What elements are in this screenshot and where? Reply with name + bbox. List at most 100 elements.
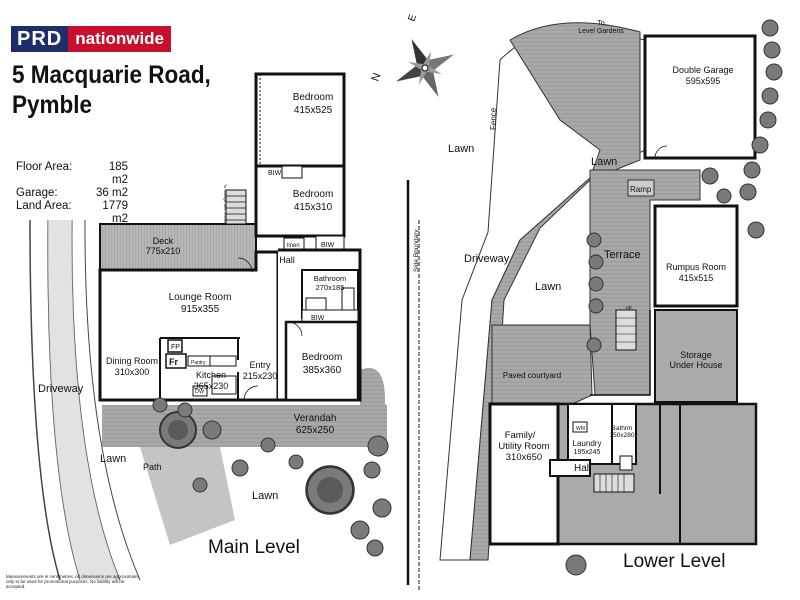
driveway-label: Driveway (38, 383, 84, 395)
dining-name: Dining Room (106, 356, 158, 366)
bedroom-2-size: 415x310 (294, 202, 333, 213)
deck (99, 223, 257, 271)
lower-hall (549, 459, 591, 477)
bedroom-1 (254, 72, 346, 168)
area-label: Floor Area: (16, 161, 73, 173)
side-boundary-label: Side Boundary (413, 229, 420, 272)
biw-label: BIW (321, 242, 335, 249)
double-garage (643, 34, 757, 160)
area-label: Land Area: (16, 200, 72, 212)
garage-name: Double Garage (672, 65, 733, 75)
bedroom-1-name: Bedroom (293, 92, 334, 103)
rumpus-room (653, 204, 739, 308)
family-line1: Family/ (505, 430, 536, 441)
driveway-edge (84, 219, 141, 581)
compass-east: E (406, 13, 419, 23)
lawn-label: Lawn (252, 490, 278, 502)
wm-label: WM (576, 426, 585, 432)
up-label: up (626, 305, 632, 311)
stairs-note: To Garage and Terrace (223, 184, 228, 226)
storage-under-house (654, 309, 738, 403)
verandah-size: 625x250 (296, 425, 335, 436)
entry-size: 215x230 (243, 371, 278, 381)
path-label: Path (143, 462, 162, 472)
bedroom-1-size: 415x525 (294, 105, 333, 116)
address-line1: 5 Macquarie Road, (12, 61, 211, 89)
laundry-name: Laundry (573, 439, 602, 448)
dw-label: DW (195, 389, 205, 395)
bedroom-3 (284, 320, 360, 402)
driveway-area (469, 22, 641, 561)
lawn-label: Lawn (591, 156, 617, 168)
main-level-caption: Main Level (208, 537, 300, 558)
bedroom-3-name: Bedroom (302, 352, 343, 363)
brand-name: nationwide (68, 26, 172, 52)
area-value: 36 m2 (96, 187, 128, 199)
family-utility-room (488, 402, 560, 546)
driveway-label: Driveway (464, 253, 510, 265)
address-line2: Pymble (12, 91, 93, 119)
kitchen-size: 365x230 (194, 381, 229, 391)
area-label: Garage: (16, 187, 58, 199)
verandah-name: Verandah (294, 413, 337, 424)
area-row: Floor Area: 185 m2 (16, 161, 128, 187)
area-value: 185 m2 (108, 161, 128, 186)
lawn-label: Lawn (100, 453, 126, 465)
compass-north: N (370, 71, 384, 83)
compass-rose (395, 38, 455, 98)
biw-label: BIW (311, 315, 325, 322)
lower-hall-label: Hall (574, 463, 591, 474)
lounge-name: Lounge Room (169, 292, 232, 303)
bathroom-name: Bathroom (314, 274, 347, 283)
hedge-trees (565, 19, 783, 576)
family-size: 310x650 (506, 452, 542, 463)
bedroom-2-name: Bedroom (293, 189, 334, 200)
courtyard-label: Paved courtyard (503, 371, 561, 380)
ramp-label: Ramp (630, 185, 652, 194)
area-row: Land Area: 1779 m2 (16, 200, 128, 226)
disclaimer: Measurements are in centimetres. All dim… (6, 574, 140, 589)
area-summary: Floor Area: 185 m2 Garage: 36 m2 Land Area… (16, 161, 128, 226)
hall-label: Hall (279, 255, 295, 265)
entry-name: Entry (249, 360, 271, 370)
ramp (627, 179, 655, 197)
brand-prd: PRD (11, 26, 69, 52)
bathrm-name: Bathrm (612, 425, 633, 432)
linen-label: linen (287, 243, 300, 249)
kitchen-name: Kitchen (196, 370, 226, 380)
area-value: 1779 m2 (102, 200, 128, 225)
fp-label: FP (171, 344, 180, 351)
bathroom-size: 270x185 (316, 283, 345, 292)
pantry-label: Pantry (191, 360, 206, 366)
lawn-label-3: Lawn (448, 143, 474, 155)
deck-stairs (225, 189, 247, 225)
biw-label: BIW (268, 170, 282, 177)
storage-line2: Under House (669, 360, 722, 370)
path-area (140, 447, 235, 545)
deck-name: Deck (153, 236, 174, 246)
verandah-area (102, 405, 387, 447)
terrace-label: Terrace (604, 249, 641, 261)
lower-level-caption: Lower Level (623, 551, 725, 572)
rumpus-name: Rumpus Room (666, 262, 726, 272)
main-level-plan: Bedroom 415x525 BIW Bedroom 415x310 line… (29, 72, 392, 581)
property-address: 5 Macquarie Road, Pymble (12, 60, 211, 120)
fence-label: Fence (489, 107, 498, 130)
garage-size: 595x595 (686, 76, 721, 86)
driveway-edge (29, 219, 61, 581)
bedroom-3-size: 385x360 (303, 365, 342, 376)
to-gardens-line2: Level Gardens (578, 28, 624, 35)
courtyard-area (491, 324, 593, 406)
family-line2: Utility Room (498, 441, 549, 452)
prd-nationwide-logo: PRD nationwide (11, 26, 172, 52)
lower-level-plan: To Level Gardens Double Garage 595x595 L… (413, 19, 783, 576)
lawn-label-2: Lawn (535, 281, 561, 293)
dining-size: 310x300 (115, 367, 150, 377)
laundry-size: 195x245 (574, 449, 601, 456)
deck-size: 775x210 (146, 246, 181, 256)
area-row: Garage: 36 m2 (16, 187, 128, 200)
rumpus-size: 415x515 (679, 273, 714, 283)
to-gardens-line1: To (597, 20, 605, 27)
storage-line1: Storage (680, 350, 712, 360)
